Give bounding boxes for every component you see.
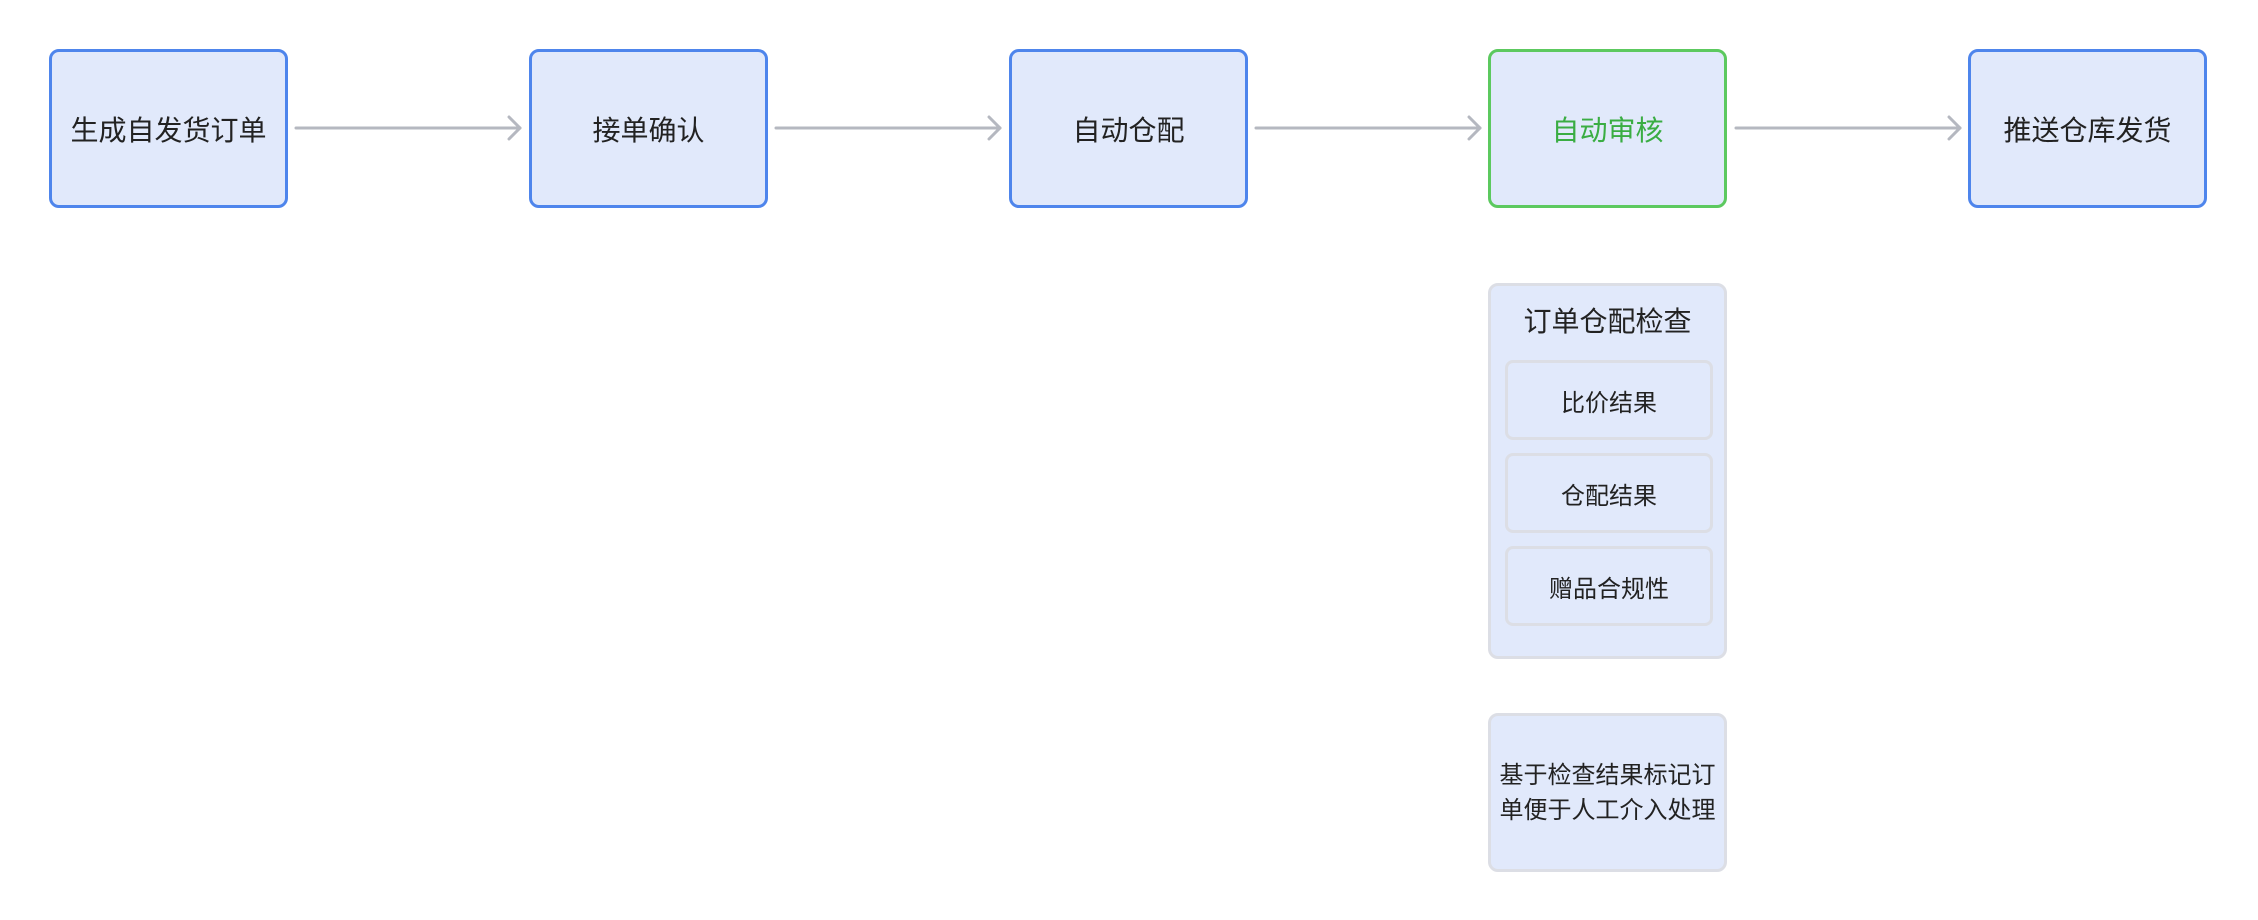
check-item-gift-compliance-label: 赠品合规性 <box>1549 574 1669 603</box>
arrow-4-to-5 <box>1734 115 1962 141</box>
step-push-warehouse[interactable]: 推送仓库发货 <box>1968 49 2207 208</box>
step-auto-review[interactable]: 自动审核 <box>1488 49 1727 208</box>
step-auto-warehouse[interactable]: 自动仓配 <box>1009 49 1248 208</box>
check-item-price-compare-label: 比价结果 <box>1561 388 1657 417</box>
manual-intervention-note: 基于检查结果标记订单便于人工介入处理 <box>1488 713 1727 872</box>
step-generate-order[interactable]: 生成自发货订单 <box>49 49 288 208</box>
step-generate-order-label: 生成自发货订单 <box>70 113 267 147</box>
step-auto-review-label: 自动审核 <box>1551 113 1664 147</box>
check-item-warehouse-result-label: 仓配结果 <box>1561 481 1657 510</box>
step-auto-warehouse-label: 自动仓配 <box>1072 113 1185 147</box>
check-item-gift-compliance[interactable]: 赠品合规性 <box>1505 546 1713 626</box>
step-accept-order[interactable]: 接单确认 <box>529 49 768 208</box>
step-accept-order-label: 接单确认 <box>592 113 705 147</box>
arrow-3-to-4 <box>1254 115 1482 141</box>
order-check-group: 订单仓配检查 比价结果 仓配结果 赠品合规性 <box>1488 283 1727 659</box>
manual-intervention-note-text: 基于检查结果标记订单便于人工介入处理 <box>1499 760 1716 824</box>
arrow-2-to-3 <box>774 115 1002 141</box>
step-push-warehouse-label: 推送仓库发货 <box>2003 113 2172 147</box>
order-check-group-title: 订单仓配检查 <box>1523 305 1692 338</box>
arrow-1-to-2 <box>294 115 522 141</box>
check-item-price-compare[interactable]: 比价结果 <box>1505 360 1713 440</box>
check-item-warehouse-result[interactable]: 仓配结果 <box>1505 453 1713 533</box>
